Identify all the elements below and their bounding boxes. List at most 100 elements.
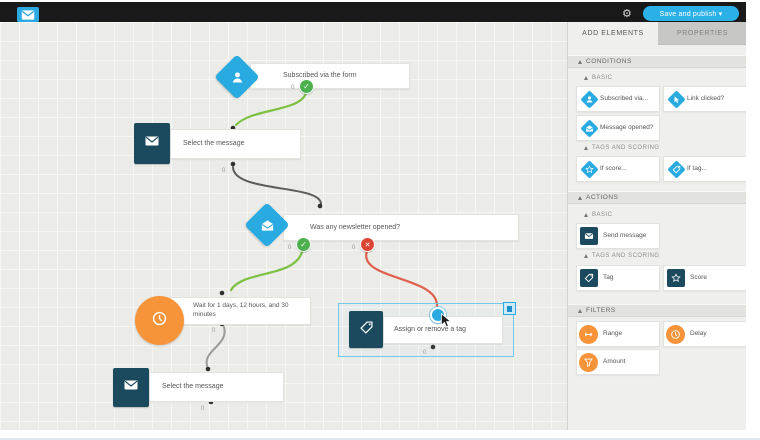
group-title: BASIC (592, 75, 613, 81)
envelope-icon (144, 133, 160, 154)
group-title: BASIC (592, 212, 613, 218)
person-icon (578, 88, 600, 110)
palette-item-delay[interactable]: Delay (663, 321, 747, 347)
node-select-message-2[interactable]: Select the message (149, 372, 284, 402)
node-label: Wait for 1 days, 12 hours, and 30 minute… (193, 302, 289, 318)
branch-count: 0 (201, 406, 205, 412)
collapse-triangle-icon (578, 59, 582, 64)
envelope-logo-icon (21, 9, 35, 20)
section-actions[interactable]: ACTIONS (568, 191, 747, 204)
palette-item-if-tag[interactable]: If tag... (663, 156, 747, 182)
pointer-icon (665, 88, 687, 110)
section-conditions[interactable]: CONDITIONS (568, 55, 747, 68)
palette-item-label: Message opened? (600, 123, 654, 131)
palette-item-label: If score... (600, 164, 627, 172)
palette-item-label: If tag... (687, 164, 707, 172)
envelope-icon (123, 377, 139, 398)
palette-item-score[interactable]: Score (663, 265, 747, 291)
node-subscribed-diamond[interactable] (214, 54, 260, 100)
tag-icon (665, 158, 687, 180)
section-title: FILTERS (586, 307, 616, 314)
sidebar: ADD ELEMENTS PROPERTIES CONDITIONS BASIC… (567, 22, 747, 430)
palette-item-label: Send message (603, 231, 647, 239)
section-filters[interactable]: FILTERS (568, 304, 747, 317)
node-select-message-1[interactable]: Select the message (170, 129, 301, 159)
star-icon (578, 158, 600, 180)
section-title: ACTIONS (586, 194, 619, 201)
app-logo[interactable] (17, 7, 39, 22)
group-title: TAGS AND SCORING (592, 253, 660, 259)
node-label: Assign or remove a tag (394, 326, 466, 334)
palette-item-label: Tag (603, 273, 614, 281)
node-assign-tag-icon-box[interactable] (349, 311, 383, 348)
branch-count: 0 (222, 168, 226, 174)
tab-add-elements[interactable]: ADD ELEMENTS (568, 22, 658, 44)
node-select-message-1-icon-box[interactable] (134, 123, 170, 164)
palette-item-label: Subscribed via... (600, 94, 649, 102)
range-icon (579, 324, 598, 344)
group-conditions-tags[interactable]: TAGS AND SCORING (584, 145, 660, 151)
collapse-triangle-icon (584, 146, 588, 150)
palette-item-label: Delay (690, 329, 707, 337)
palette-item-label: Score (690, 273, 707, 281)
palette-item-link-clicked[interactable]: Link clicked? (663, 86, 747, 112)
node-newsletter-opened[interactable]: Was any newsletter opened? (283, 214, 519, 241)
node-select-message-2-icon-box[interactable] (113, 368, 149, 407)
envelope-open-icon (578, 117, 600, 139)
palette-item-send-message[interactable]: Send message (576, 223, 660, 249)
mouse-cursor-icon (440, 313, 452, 328)
collapse-triangle-icon (578, 308, 582, 313)
frame-edge-bottom (0, 430, 760, 440)
palette-item-message-opened[interactable]: Message opened? (576, 115, 660, 141)
star-icon (667, 269, 685, 287)
group-title: TAGS AND SCORING (592, 145, 660, 151)
palette-item-label: Range (603, 329, 623, 337)
palette-item-tag[interactable]: Tag (576, 265, 660, 291)
node-newsletter-diamond[interactable] (244, 202, 290, 248)
group-conditions-basic[interactable]: BASIC (584, 75, 613, 81)
palette-item-amount[interactable]: Amount (576, 349, 660, 375)
person-icon (214, 54, 260, 100)
node-wait-delay[interactable]: Wait for 1 days, 12 hours, and 30 minute… (170, 297, 311, 325)
funnel-icon (579, 352, 598, 372)
collapse-triangle-icon (584, 254, 588, 258)
group-actions-tags[interactable]: TAGS AND SCORING (584, 253, 660, 259)
collapse-triangle-icon (584, 76, 588, 80)
branch-count: 0 (352, 245, 356, 251)
gear-icon[interactable]: ⚙ (622, 8, 632, 20)
tag-icon (580, 269, 598, 287)
selected-node-badge[interactable] (503, 302, 516, 315)
node-label: Was any newsletter opened? (310, 223, 401, 231)
node-wait-circle[interactable] (135, 296, 184, 345)
yes-port-check-icon[interactable]: ✓ (299, 79, 314, 94)
no-port-cross-icon[interactable]: ✕ (360, 237, 375, 252)
branch-count: 0 (291, 85, 295, 91)
palette-item-label: Amount (603, 357, 626, 365)
palette-item-range[interactable]: Range (576, 321, 660, 347)
collapse-triangle-icon (584, 213, 588, 217)
yes-port-check-icon[interactable]: ✓ (296, 237, 311, 252)
branch-count: 0 (212, 328, 216, 334)
node-label: Subscribed via the form (283, 72, 357, 80)
branch-count: 0 (423, 350, 427, 356)
palette-item-subscribed-via[interactable]: Subscribed via... (576, 86, 660, 112)
tab-properties[interactable]: PROPERTIES (658, 22, 747, 45)
envelope-icon (580, 227, 598, 245)
top-bar: ⚙ Save and publish ▾ (0, 2, 746, 22)
node-label: Select the message (162, 383, 224, 391)
badge-glyph (507, 305, 512, 312)
node-subscribed-via-form[interactable]: Subscribed via the form (250, 63, 410, 89)
palette-item-if-score[interactable]: If score... (576, 156, 660, 182)
node-label: Select the message (183, 140, 245, 148)
collapse-triangle-icon (578, 195, 582, 200)
clock-icon (666, 324, 685, 344)
branch-count: 0 (288, 245, 292, 251)
envelope-open-icon (244, 202, 290, 248)
frame-edge-right (746, 0, 760, 440)
section-title: CONDITIONS (586, 58, 632, 65)
save-and-publish-button[interactable]: Save and publish ▾ (643, 6, 739, 21)
tag-icon (359, 320, 374, 340)
clock-icon (151, 310, 168, 332)
group-actions-basic[interactable]: BASIC (584, 212, 613, 218)
palette-item-label: Link clicked? (687, 94, 725, 102)
